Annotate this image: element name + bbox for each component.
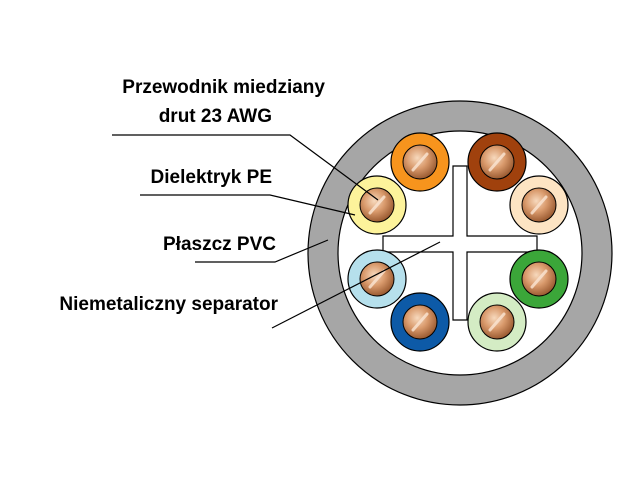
wire-blue bbox=[390, 292, 450, 352]
wire-light-orange-copper-highlight bbox=[530, 195, 548, 215]
leader-line-conductor bbox=[112, 134, 379, 201]
leader-line-jacket bbox=[195, 239, 329, 263]
wire-light-orange bbox=[509, 175, 569, 235]
wire-brown bbox=[467, 132, 527, 192]
wire-orange-copper-highlight bbox=[411, 152, 429, 172]
wire-green bbox=[509, 249, 569, 309]
wire-light-blue bbox=[347, 249, 407, 309]
wire-brown-copper-highlight bbox=[488, 152, 506, 172]
jacket-label: Płaszcz PVC bbox=[163, 234, 276, 255]
leader-line-dielectric bbox=[140, 194, 356, 216]
dielectric-label: Dielektryk PE bbox=[151, 167, 272, 188]
wire-yellow-copper-highlight bbox=[368, 195, 386, 215]
conductor-label-line1: Przewodnik miedziany bbox=[122, 77, 325, 98]
wire-group bbox=[347, 132, 569, 352]
wire-light-green bbox=[467, 292, 527, 352]
conductor-label-line2: drut 23 AWG bbox=[159, 106, 272, 127]
separator-label: Niemetaliczny separator bbox=[59, 294, 278, 315]
wire-blue-copper-highlight bbox=[411, 312, 429, 332]
wire-light-green-copper-highlight bbox=[488, 312, 506, 332]
leader-line-separator bbox=[271, 241, 441, 329]
wire-yellow bbox=[347, 175, 407, 235]
wire-orange bbox=[390, 132, 450, 192]
wire-light-blue-copper-highlight bbox=[368, 269, 386, 289]
wire-green-copper-highlight bbox=[530, 269, 548, 289]
leader-lines bbox=[112, 134, 441, 329]
non-metallic-separator bbox=[382, 165, 538, 321]
